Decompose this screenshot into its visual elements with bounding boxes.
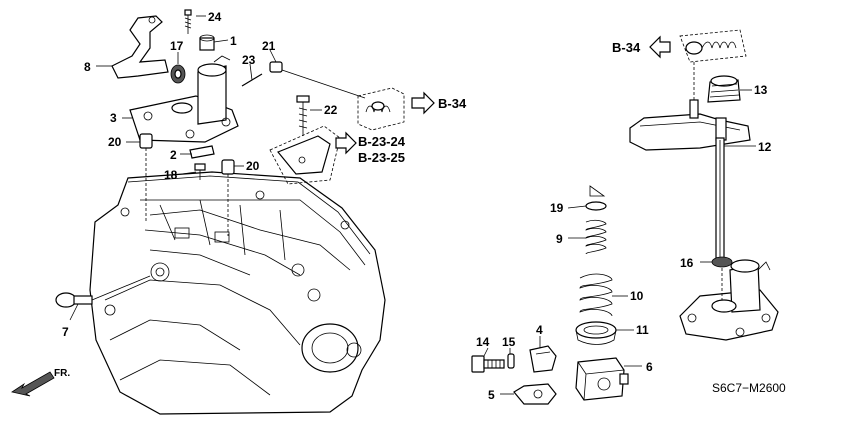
callout-15: 15 — [502, 335, 516, 349]
front-label: FR. — [54, 368, 70, 379]
callout-18: 18 — [164, 168, 178, 182]
callout-9: 9 — [556, 232, 563, 246]
callout-21: 21 — [262, 39, 276, 53]
detent-parts — [241, 61, 405, 185]
reference-arrows — [335, 35, 671, 155]
callout-23: 22 — [324, 103, 338, 117]
arrow-right-icon — [335, 131, 357, 155]
ref-b23-24: B-23-24 — [358, 134, 406, 149]
callout-6: 6 — [646, 360, 653, 374]
callout-10: 10 — [630, 289, 644, 303]
callout-3: 3 — [110, 111, 117, 125]
callout-17: 17 — [170, 39, 184, 53]
callout-13: 13 — [754, 83, 768, 97]
callout-20-right: 20 — [246, 159, 260, 173]
arrow-left-icon — [649, 35, 671, 59]
ref-b34-mid: B-34 — [438, 96, 467, 111]
leader-lines — [69, 15, 756, 395]
callout-11: 11 — [636, 323, 649, 337]
small-parts — [55, 275, 629, 405]
ref-b34-top: B-34 — [612, 40, 641, 55]
callout-16: 16 — [680, 256, 694, 270]
transmission-case — [89, 171, 386, 415]
ref-b23-25: B-23-25 — [358, 150, 405, 165]
reference-labels: B-34 B-34 B-23-24 B-23-25 — [358, 40, 641, 165]
callout-1: 1 — [230, 34, 237, 48]
callout-20-left: 20 — [108, 135, 122, 149]
front-arrow-icon — [10, 371, 55, 397]
diagram-code: S6C7−M2600 — [712, 381, 786, 395]
callout-8: 8 — [84, 60, 91, 74]
callout-5: 5 — [488, 388, 495, 402]
callout-24: 23 — [242, 53, 256, 67]
callout-12: 12 — [758, 140, 772, 154]
callout-7: 7 — [62, 325, 69, 339]
callout-14: 14 — [476, 335, 490, 349]
shift-arm-assembly — [111, 9, 239, 236]
callout-2: 2 — [170, 148, 177, 162]
shift-lever-assembly — [629, 29, 779, 341]
arrow-right-icon — [411, 91, 435, 115]
callout-numbers: 24 1 17 21 23 8 3 22 20 2 20 18 7 13 12 … — [62, 10, 772, 402]
callout-22: 24 — [208, 10, 222, 24]
spring-parts — [575, 185, 617, 345]
callout-4: 4 — [536, 323, 543, 337]
front-direction-marker: FR. — [10, 368, 70, 397]
callout-19: 19 — [550, 201, 564, 215]
